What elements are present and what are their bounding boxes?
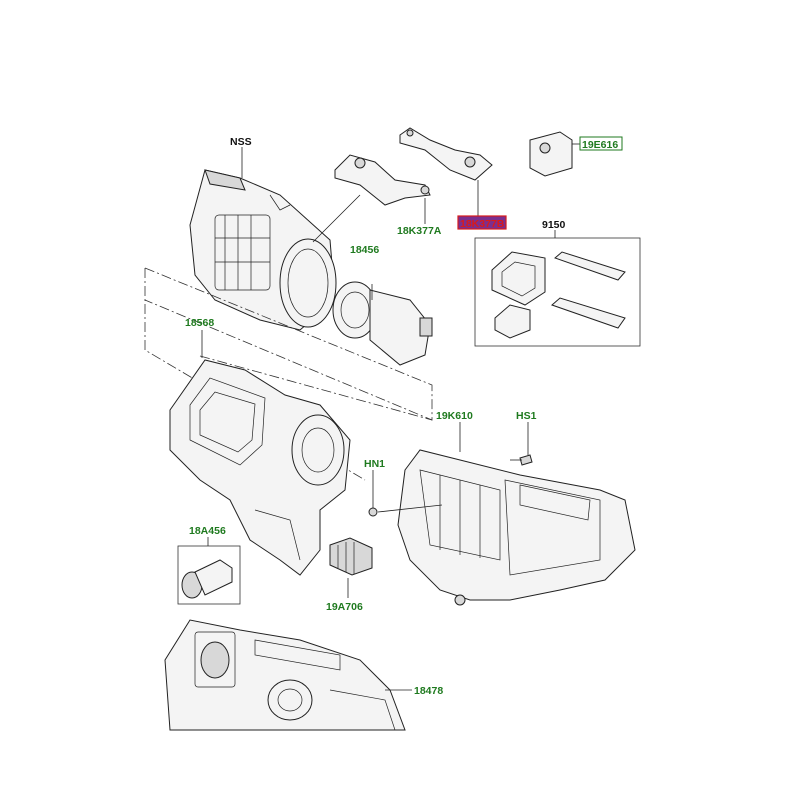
callout-18k377a[interactable]: 18K377A [397,225,442,237]
actuator-motor-part[interactable] [529,131,573,177]
heater-housing-part[interactable] [169,359,351,576]
callout-18456[interactable]: 18456 [350,244,379,256]
actuator-linkage-b-part[interactable] [399,127,493,181]
callout-hs1[interactable]: HS1 [516,410,537,422]
motor-part[interactable] [181,559,233,599]
blower-housing-part[interactable] [189,169,337,331]
callout-9150[interactable]: 9150 [542,219,566,231]
screw-part[interactable] [510,454,533,466]
blower-motor-box-frame [177,545,241,605]
callout-18478[interactable]: 18478 [414,685,443,697]
filter-kit-part[interactable] [491,251,626,339]
callout-19k610[interactable]: 19K610 [436,410,473,422]
hvac-case-part[interactable] [397,449,636,606]
callout-18568[interactable]: 18568 [185,317,214,329]
highlighted-callout-frame [457,215,507,230]
hvac-assembly-part[interactable] [164,619,406,731]
callout-19e616[interactable]: 19E616 [582,139,618,151]
callout-19a706[interactable]: 19A706 [326,601,363,613]
callout-18k377b-highlighted[interactable]: 18K377B [460,218,505,230]
callout-18a456[interactable]: 18A456 [189,525,226,537]
nut-part[interactable] [368,507,378,517]
filter-kit-frame [474,237,641,347]
boxed-callout-frame [579,136,623,151]
callout-hn1[interactable]: HN1 [364,458,385,470]
blower-motor-part[interactable] [332,281,433,366]
callout-nss[interactable]: NSS [230,136,252,148]
actuator-linkage-a-part[interactable] [334,154,431,206]
resistor-part[interactable] [329,537,373,576]
